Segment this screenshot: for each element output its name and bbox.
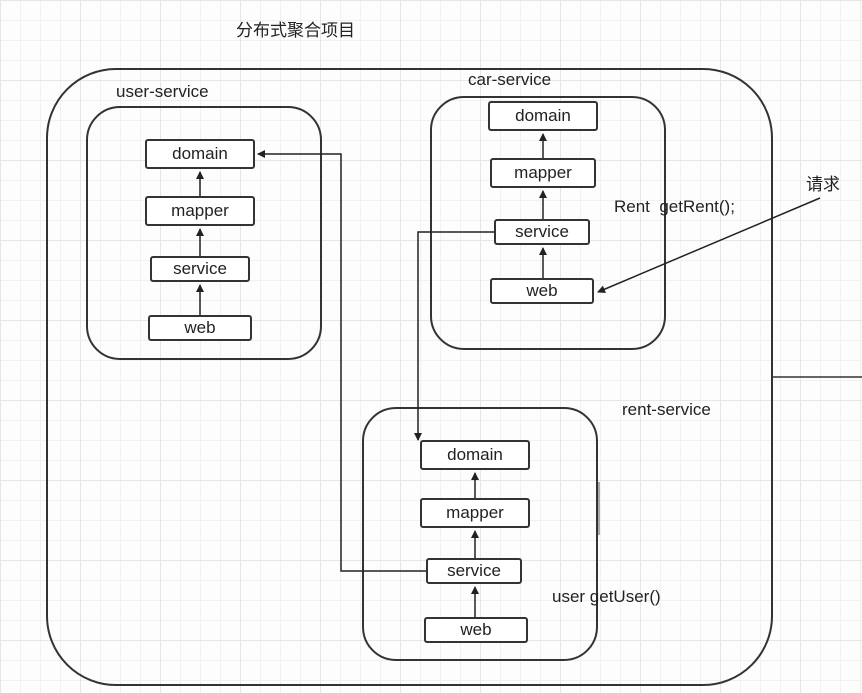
rent-web-box: web <box>424 617 528 643</box>
project-boundary <box>46 68 773 686</box>
rent-service-to-user-domain-arrow <box>257 150 426 572</box>
car-method-label: Rent getRent(); <box>614 197 735 216</box>
car-domain-box: domain <box>488 101 598 131</box>
user-method-label: user getUser() <box>552 587 661 606</box>
rent-domain-box: domain <box>420 440 530 470</box>
car-service-box: service <box>494 219 590 245</box>
rent-service-box: service <box>426 558 522 584</box>
car-mapper-box: mapper <box>490 158 596 188</box>
user-domain-box: domain <box>145 139 255 169</box>
user-service-container <box>86 106 322 360</box>
rent-mapper-box: mapper <box>420 498 530 528</box>
car-service-container <box>430 96 666 350</box>
user-service-label: user-service <box>116 82 209 101</box>
request-arrow <box>597 197 821 293</box>
rent-service-container <box>362 407 598 661</box>
user-service-box: service <box>150 256 250 282</box>
diagram-title: 分布式聚合项目 <box>236 21 355 41</box>
car-web-box: web <box>490 278 594 304</box>
car-service-label: car-service <box>468 70 552 89</box>
car-service-to-rent-domain-arrow <box>414 231 494 441</box>
user-mapper-box: mapper <box>145 196 255 226</box>
request-label: 请求 <box>806 175 840 195</box>
rent-service-label: rent-service <box>622 400 711 419</box>
user-web-box: web <box>148 315 252 341</box>
